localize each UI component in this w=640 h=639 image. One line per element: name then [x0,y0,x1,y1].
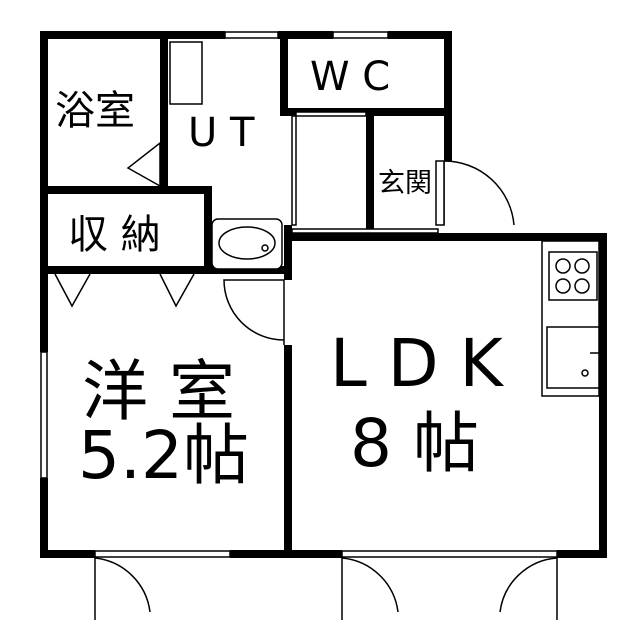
interior-walls [40,31,452,558]
ldk-name: L D K [330,325,505,402]
bath-door [126,141,161,188]
washing-machine-pan [169,41,203,105]
ldk-balcony-door-left [341,557,399,620]
bath-label: 浴室 [55,88,135,134]
ldk-balcony-door-right [499,557,558,620]
doors [54,141,558,620]
western-room-size: 5.2帖 [78,417,249,494]
entrance-door [443,160,515,226]
ut-label: U T [188,110,255,156]
western-balcony-door [94,557,151,620]
sink-icon [546,326,600,389]
storage-door-left [54,273,91,308]
ldk-size: 8 帖 [350,405,479,482]
entrance-label: 玄関 [378,168,432,199]
storage-label: 収 納 [68,212,161,258]
western-door [223,279,285,341]
western-room-name: 洋 室 [82,353,235,430]
fixtures [169,41,600,397]
room-labels: 浴室 U T W C 玄関 収 納 洋 室 5.2帖 L D K 8 帖 [55,54,505,494]
wc-label: W C [310,54,390,100]
windows [40,31,558,558]
stove-icon [548,251,598,301]
storage-door-right [159,273,195,308]
